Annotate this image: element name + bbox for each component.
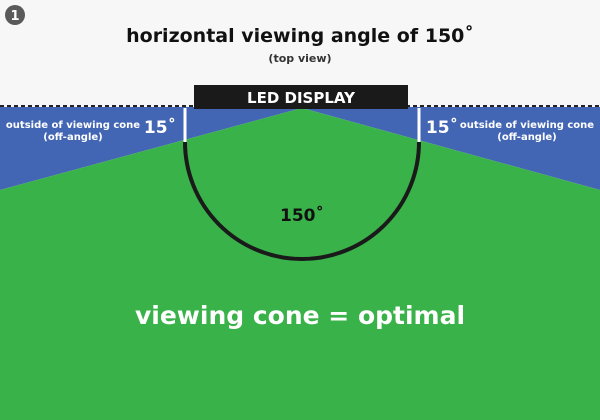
viewing-cone-region (0, 108, 600, 420)
diagram-title: horizontal viewing angle of 150˚ (126, 24, 474, 47)
diagram-subtitle: (top view) (268, 52, 331, 65)
right-off-angle-value: 15˚ (426, 116, 458, 138)
step-badge (5, 5, 25, 25)
right-zone-sublabel: (off-angle) (497, 132, 557, 143)
led-display-bar (194, 85, 408, 109)
display-label: LED DISPLAY (247, 89, 356, 107)
left-zone-label: outside of viewing cone (6, 120, 140, 131)
cone-angle-value: 150˚ (280, 204, 324, 226)
left-zone-sublabel: (off-angle) (43, 132, 103, 143)
viewing-angle-arc (183, 141, 421, 261)
right-zone-label: outside of viewing cone (460, 120, 594, 131)
off-angle-region (0, 107, 600, 190)
left-off-angle-value: 15˚ (144, 116, 176, 138)
step-number: 1 (10, 9, 19, 24)
viewing-cone-caption: viewing cone = optimal (135, 301, 465, 330)
